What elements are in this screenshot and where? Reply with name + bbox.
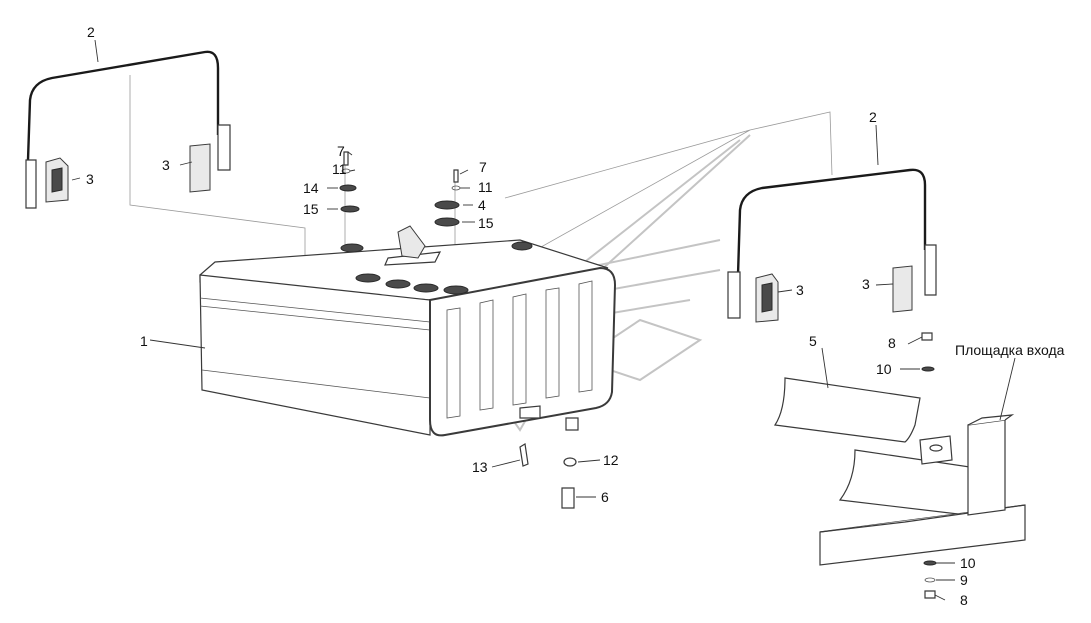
label-part-15-right: 15 bbox=[478, 215, 494, 231]
label-part-9: 9 bbox=[960, 572, 968, 588]
label-part-15-left: 15 bbox=[303, 201, 319, 217]
label-part-1: 1 bbox=[140, 333, 148, 349]
fuel-tank bbox=[199, 225, 617, 437]
label-part-14: 14 bbox=[303, 180, 319, 196]
part-labels: 1 2 2 3 3 3 3 4 5 6 7 7 8 8 9 10 10 11 1… bbox=[86, 24, 1065, 608]
label-part-5: 5 bbox=[809, 333, 817, 349]
pad-left-b bbox=[189, 143, 211, 193]
u-bracket-left bbox=[25, 50, 231, 209]
label-part-13: 13 bbox=[472, 459, 488, 475]
leader-lines bbox=[71, 39, 1016, 601]
label-part-11-left: 11 bbox=[332, 161, 347, 177]
label-part-7-left: 7 bbox=[337, 143, 345, 159]
label-part-3-right-a: 3 bbox=[796, 282, 804, 298]
projection-lines bbox=[129, 75, 833, 290]
label-part-7-right: 7 bbox=[479, 159, 487, 175]
label-part-3-left-a: 3 bbox=[86, 171, 94, 187]
step-plate bbox=[773, 377, 991, 517]
label-part-11-right: 11 bbox=[478, 179, 493, 195]
pad-right-a bbox=[755, 273, 779, 323]
label-part-6: 6 bbox=[601, 489, 609, 505]
pad-left-a bbox=[45, 157, 69, 203]
u-bracket-right bbox=[727, 168, 937, 319]
entry-platform bbox=[819, 414, 1026, 566]
pad-right-b bbox=[892, 265, 913, 313]
label-part-2-right: 2 bbox=[869, 109, 877, 125]
label-part-3-left-b: 3 bbox=[162, 157, 170, 173]
label-part-10-bottom: 10 bbox=[960, 555, 976, 571]
label-entry-platform: Площадка входа bbox=[955, 342, 1065, 358]
label-part-3-right-b: 3 bbox=[862, 276, 870, 292]
label-part-4: 4 bbox=[478, 197, 486, 213]
label-part-10-top: 10 bbox=[876, 361, 892, 377]
label-part-8-bottom: 8 bbox=[960, 592, 968, 608]
label-part-2-left: 2 bbox=[87, 24, 95, 40]
label-part-8-top: 8 bbox=[888, 335, 896, 351]
label-part-12: 12 bbox=[603, 452, 619, 468]
